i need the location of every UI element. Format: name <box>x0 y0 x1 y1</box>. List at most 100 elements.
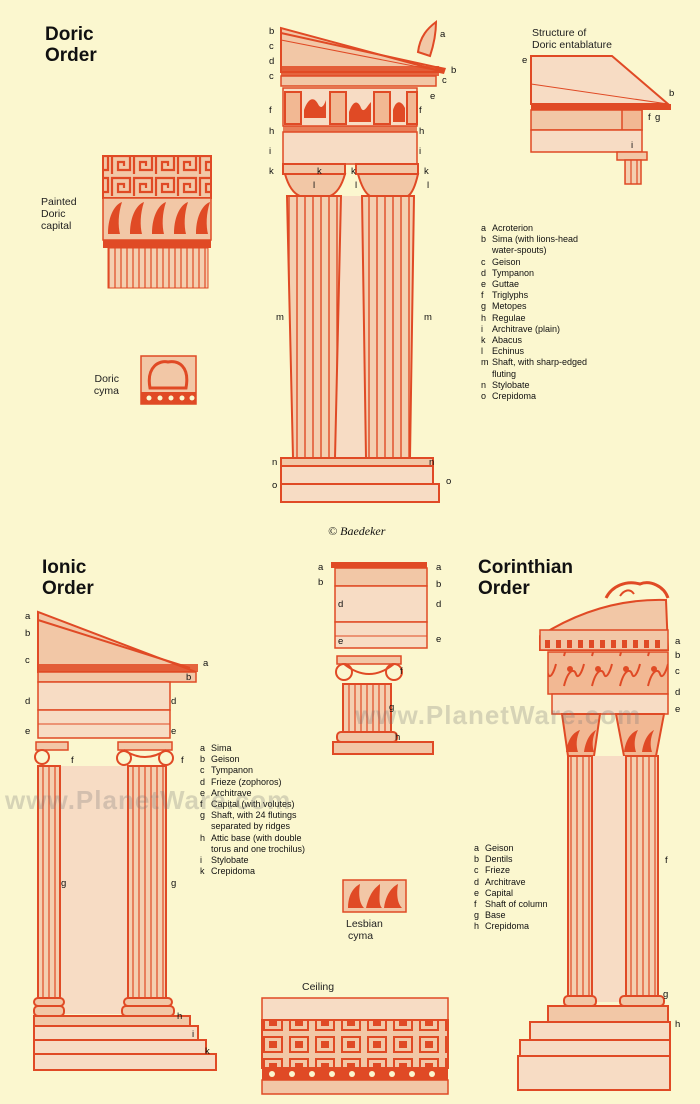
legend-item: c Geison <box>481 257 588 268</box>
label-d: d <box>675 687 681 698</box>
legend-key: a <box>481 223 487 233</box>
legend-text: Attic base (with double torus and one tr… <box>211 832 306 854</box>
label-e: e <box>25 726 31 737</box>
label-i: i <box>419 146 422 157</box>
label-f: f <box>400 666 403 677</box>
legend-text: Acroterion <box>492 223 534 233</box>
legend-key: i <box>200 855 202 866</box>
doric-temple-drawing <box>280 19 446 503</box>
legend-text: Echinus <box>492 346 525 357</box>
ionic-title-line2: Order <box>42 578 94 599</box>
legend-text: Tympanon <box>492 267 535 278</box>
label-g: g <box>171 878 177 889</box>
label-k: k <box>351 166 356 177</box>
legend-key: e <box>474 887 480 898</box>
label-a: a <box>436 562 442 573</box>
painted-doric-capital-drawing <box>102 155 212 289</box>
legend-text: Capital <box>485 887 514 898</box>
label-a: a <box>203 658 209 669</box>
caption-line: Doric <box>94 373 119 385</box>
legend-text: Metopes <box>492 301 527 312</box>
legend-text: Crepidoma <box>492 391 537 402</box>
label-h: h <box>269 126 275 137</box>
label-h: h <box>395 732 401 743</box>
doric-entablature-drawing <box>530 55 671 185</box>
label-h: h <box>675 1019 681 1030</box>
caption-line: Structure of <box>532 27 587 39</box>
label-a: a <box>440 29 446 40</box>
legend-text: Stylobate <box>211 855 249 866</box>
legend-text: Architrave <box>211 787 252 798</box>
legend-text: Geison <box>211 754 240 765</box>
label-l: l <box>313 180 316 191</box>
legend-key: d <box>200 776 206 787</box>
legend-item: d Tympanon <box>481 268 588 279</box>
label-g: g <box>655 112 661 123</box>
corinthian-title: Corinthian Order <box>478 557 573 599</box>
legend-text: Sima <box>211 743 232 753</box>
doric-entablature-caption: Structure of Doric entablature <box>532 27 612 51</box>
legend-key: c <box>481 256 486 267</box>
label-f: f <box>181 755 184 766</box>
label-n: n <box>429 457 435 468</box>
legend-text: Triglyphs <box>492 290 529 301</box>
label-k: k <box>317 166 322 177</box>
legend-item: d Frieze (zophoros) <box>200 777 307 788</box>
label-b: b <box>269 26 275 37</box>
label-e: e <box>430 91 436 102</box>
legend-key: a <box>200 743 206 753</box>
label-g: g <box>61 878 67 889</box>
label-d: d <box>269 56 275 67</box>
corinthian-temple-drawing <box>517 581 671 1091</box>
label-f: f <box>419 105 422 116</box>
label-m: m <box>424 312 432 323</box>
label-h: h <box>419 126 425 137</box>
ionic-temple-drawing <box>33 610 217 1071</box>
label-b: b <box>186 672 192 683</box>
legend-key: d <box>474 876 480 887</box>
legend-item: a Acroterion <box>481 223 588 234</box>
legend-text: Shaft, with 24 flutings separated by rid… <box>211 810 297 832</box>
label-a: a <box>318 562 324 573</box>
label-e: e <box>436 634 442 645</box>
label-e: e <box>675 704 681 715</box>
label-m: m <box>276 312 284 323</box>
doric-title-line1: Doric <box>45 24 94 45</box>
label-e: e <box>522 55 528 66</box>
label-c: c <box>442 75 447 86</box>
label-b: b <box>436 579 442 590</box>
corinthian-title-line1: Corinthian <box>478 557 573 578</box>
label-b: b <box>669 88 675 99</box>
legend-text: Geison <box>492 256 521 267</box>
label-k: k <box>269 166 274 177</box>
label-e: e <box>171 726 177 737</box>
legend-text: Shaft of column <box>485 899 548 910</box>
label-f: f <box>648 112 651 123</box>
copyright-text: © Baedeker <box>328 524 386 538</box>
label-c: c <box>269 41 274 52</box>
legend-text: Frieze (zophoros) <box>211 776 282 787</box>
legend-key: d <box>481 267 487 278</box>
label-g: g <box>389 702 395 713</box>
caption-line: Doric entablature <box>532 39 612 51</box>
label-i: i <box>631 140 634 151</box>
label-k: k <box>424 166 429 177</box>
lesbian-cyma-drawing <box>342 879 407 913</box>
legend-key: g <box>474 910 480 921</box>
legend-key: b <box>474 854 480 865</box>
legend-key: b <box>200 754 206 765</box>
legend-key: h <box>474 921 480 932</box>
legend-key: a <box>474 843 480 853</box>
label-b: b <box>675 650 681 661</box>
legend-key: c <box>474 865 479 876</box>
ionic-title-line1: Ionic <box>42 557 87 578</box>
